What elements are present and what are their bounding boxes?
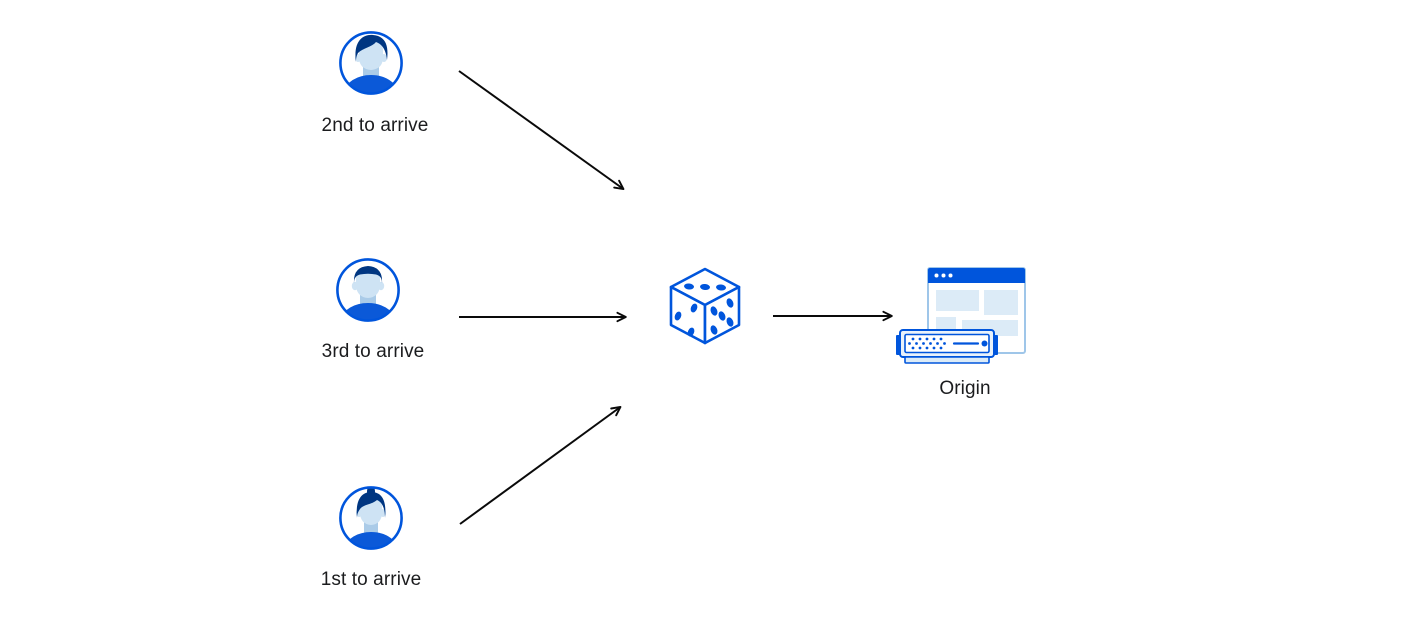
origin-label: Origin [939,378,991,399]
visitor-2nd-label: 2nd to arrive [321,115,429,136]
origin-server-icon [896,267,1026,364]
arrow-visitor-1st-to-dice [459,405,622,525]
browser-titlebar [928,268,1025,283]
server-unit [896,329,998,364]
avatar-hair [355,34,388,62]
arrow-visitor-2nd-to-dice [458,70,625,191]
node-visitor-3rd [334,256,402,324]
server-base [904,356,990,364]
node-visitor-1st [337,484,405,552]
dice-icon [669,267,741,345]
server-led [981,340,988,347]
node-dice [667,266,743,346]
server-vents [908,337,946,350]
avatar-hair [353,266,383,283]
dice-pips [674,283,734,337]
node-visitor-2nd [337,29,405,97]
visitor-3rd-label: 3rd to arrive [321,341,425,362]
window-dot [934,273,939,278]
male-avatar-icon [339,31,403,95]
window-dot [948,273,953,278]
node-origin [896,260,1030,364]
avatar-hair [356,492,386,518]
male-avatar-2-icon [336,258,400,322]
window-dot [941,273,946,278]
female-avatar-icon [339,486,403,550]
avatar-face [356,268,380,298]
visitor-1st-label: 1st to arrive [320,569,422,590]
